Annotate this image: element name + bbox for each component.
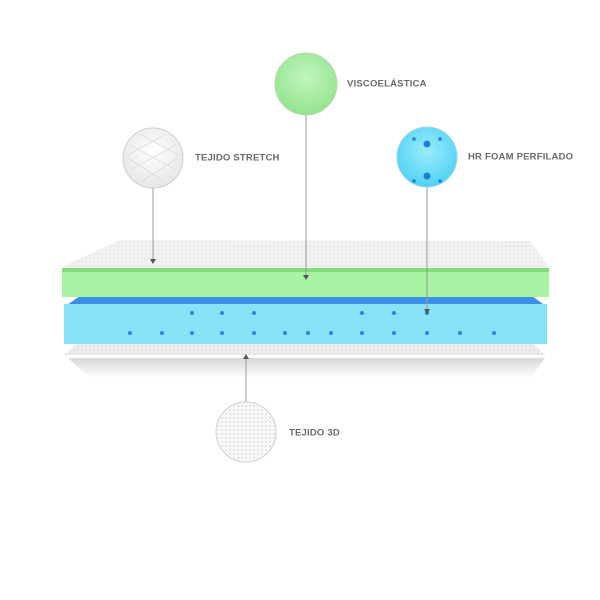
- leader-lines: [152, 115, 428, 402]
- swatch-hr-foam: [396, 126, 458, 188]
- shadow: [68, 358, 545, 378]
- label-viscoelastica: VISCOELÁSTICA: [347, 78, 427, 90]
- arrowheads: [150, 259, 430, 359]
- layer-hr-foam: [64, 304, 547, 344]
- swatch-viscoelastica: [274, 52, 338, 116]
- label-tejido-3d: TEJIDO 3D: [289, 427, 340, 439]
- swatch-tejido-stretch: [122, 127, 184, 189]
- label-hr-foam: HR FOAM PERFILADO: [468, 151, 574, 163]
- label-tejido-stretch: TEJIDO STRETCH: [195, 152, 280, 164]
